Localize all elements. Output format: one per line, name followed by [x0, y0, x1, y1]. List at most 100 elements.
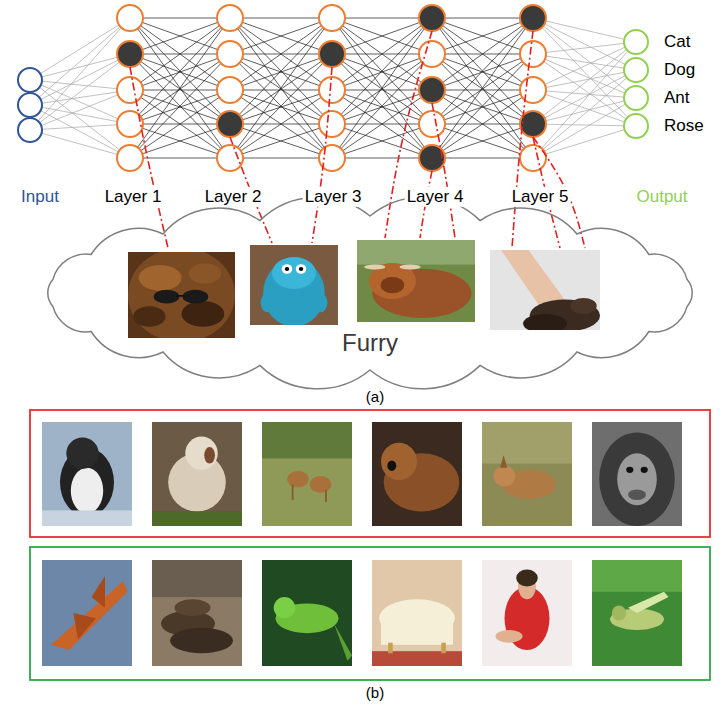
photo-shape: [570, 298, 596, 314]
connection-line: [130, 158, 230, 159]
photo: [262, 422, 352, 526]
connection-line: [130, 18, 230, 19]
photo: [152, 560, 242, 666]
neuron-circle: [319, 77, 345, 103]
photo-shape: [262, 422, 352, 458]
photo-shape: [152, 511, 242, 526]
photo: [357, 240, 475, 322]
connection-line: [230, 18, 332, 124]
neuron-circle: [217, 145, 243, 171]
connection-line: [332, 18, 432, 90]
neurons: [18, 5, 648, 171]
connection-line: [332, 90, 432, 124]
connection-line: [230, 18, 332, 54]
connection-line: [230, 90, 332, 158]
neuron-circle: [117, 41, 143, 67]
photo-shape: [152, 560, 242, 597]
neuron-circle: [624, 114, 648, 138]
connection-line: [230, 90, 332, 158]
connection-line: [130, 124, 230, 158]
neuron-circle: [18, 93, 42, 117]
class-label: Dog: [662, 60, 697, 80]
photo-shape: [387, 460, 396, 470]
connection-line: [130, 54, 230, 158]
connection-line: [432, 54, 533, 124]
connection-line: [332, 124, 432, 158]
connection-line: [130, 54, 230, 124]
photo-shape: [170, 628, 233, 653]
photo-ground: [482, 422, 572, 526]
photo: [128, 252, 235, 338]
photo-shape: [334, 624, 352, 661]
connection-line: [533, 54, 636, 70]
connection-line: [30, 54, 130, 80]
connection-line: [533, 18, 636, 70]
connection-line: [130, 54, 230, 90]
leader-lines: [130, 31, 585, 248]
photo-shape: [287, 471, 309, 488]
connection-line: [332, 124, 432, 158]
connection-line: [332, 54, 432, 124]
class-label: Ant: [662, 88, 692, 108]
connection-line: [332, 18, 432, 158]
connection-line: [432, 18, 533, 19]
layer-label: Layer 4: [405, 187, 466, 207]
connection-line: [432, 54, 533, 158]
green-frame: [30, 547, 710, 680]
photo-ground: [152, 560, 242, 666]
class-label: Rose: [662, 116, 706, 136]
connection-line: [230, 18, 332, 124]
photo: [152, 422, 242, 526]
photo-shape: [154, 290, 180, 304]
connection-line: [30, 130, 130, 158]
connection-line: [432, 158, 533, 159]
photo-shape: [274, 597, 296, 618]
cloud-outline-svg: [30, 205, 710, 385]
connection-line: [432, 90, 533, 91]
neuron-circle: [419, 145, 445, 171]
photo-shape: [313, 293, 327, 312]
neuron-circle: [217, 5, 243, 31]
photo-shape: [592, 560, 682, 592]
neuron-circle: [520, 41, 546, 67]
connection-line: [432, 54, 533, 158]
connection-line: [432, 54, 533, 90]
connection-line: [130, 18, 230, 124]
connection-line: [332, 158, 432, 159]
photo: [482, 560, 572, 666]
photo: [42, 422, 132, 526]
photo-shape: [628, 490, 646, 500]
leader-line: [130, 67, 168, 248]
neuron-circle: [520, 5, 546, 31]
neuron-circle: [319, 5, 345, 31]
photo: [372, 422, 462, 526]
connection-line: [432, 90, 533, 158]
connection-line: [332, 18, 432, 124]
connection-line: [130, 18, 230, 54]
connection-line: [30, 54, 130, 105]
layer-label: Layer 5: [510, 187, 571, 207]
layer-label: Layer 2: [203, 187, 264, 207]
connection-line: [432, 18, 533, 158]
neuron-circle: [319, 41, 345, 67]
connection-line: [432, 54, 533, 124]
connection-line: [332, 90, 432, 124]
photo-shape: [441, 643, 446, 654]
subfigure-label: (b): [364, 684, 386, 702]
connection-line: [230, 90, 332, 124]
photo-shape: [482, 422, 572, 464]
connection-line: [30, 90, 130, 130]
photo-shape: [296, 264, 307, 274]
connection-lines: [30, 18, 636, 158]
photo-shape: [74, 613, 97, 640]
leader-line: [312, 67, 332, 243]
photo-shape: [399, 265, 420, 270]
photo-shape: [494, 466, 516, 487]
photo-shape: [310, 476, 332, 493]
neuron-circle: [117, 5, 143, 31]
photo-shape: [612, 606, 626, 621]
neuron-circle: [217, 111, 243, 137]
photo: [372, 560, 462, 666]
photo: [262, 560, 352, 666]
connection-line: [230, 18, 332, 54]
